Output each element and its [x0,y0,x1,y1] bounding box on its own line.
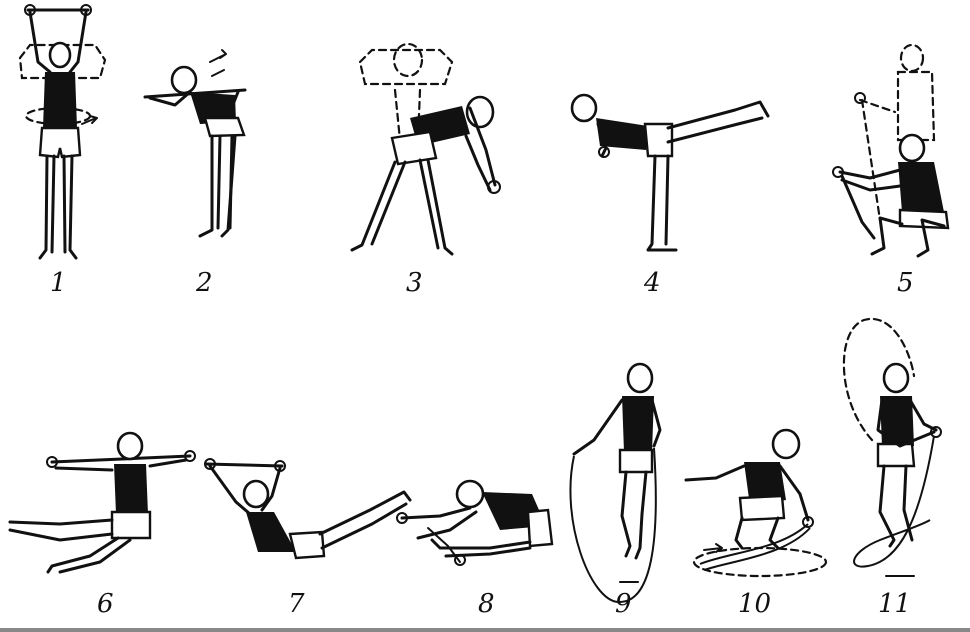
figure-9-label: 9 [615,589,632,619]
figure-3 [350,42,501,256]
figure-8 [396,479,554,566]
figure-11-label: 11 [878,589,911,619]
figure-1-label: 1 [50,268,67,298]
figure-8-label: 8 [478,589,495,619]
figure-6-label: 6 [97,589,114,619]
figure-10 [684,428,828,578]
figure-10-label: 10 [738,589,771,619]
bottom-border [0,628,970,632]
figure-6 [8,431,196,574]
figure-1 [18,4,107,260]
figure-9 [569,362,662,604]
figure-3-label: 3 [406,268,423,298]
figure-4-label: 4 [643,268,661,298]
figure-11 [842,317,942,577]
figure-5-label: 5 [897,268,914,298]
figure-5 [832,43,950,258]
figure-7-label: 7 [288,589,305,619]
figure-4 [570,93,770,252]
figure-2-label: 2 [195,268,213,298]
figure-2 [143,49,247,238]
figure-7 [204,458,412,560]
